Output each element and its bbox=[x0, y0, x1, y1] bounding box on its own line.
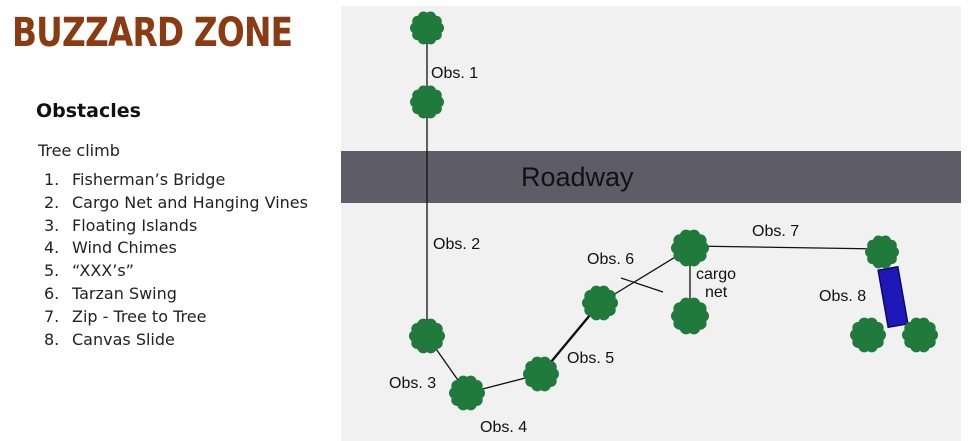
tree-core bbox=[415, 90, 439, 114]
course-lines bbox=[426, 28, 883, 394]
tree-core bbox=[415, 16, 439, 40]
list-item: 2. Cargo Net and Hanging Vines bbox=[0, 192, 308, 215]
item-label: Floating Islands bbox=[72, 215, 198, 235]
list-item: 1. Fisherman’s Bridge bbox=[0, 169, 308, 192]
tree-core bbox=[587, 290, 613, 316]
roadway-label: Roadway bbox=[521, 162, 634, 192]
tree-icon bbox=[410, 11, 444, 45]
obs-1-label: Obs. 1 bbox=[431, 65, 478, 82]
tree-core bbox=[870, 240, 894, 264]
list-item: 3. Floating Islands bbox=[0, 215, 308, 238]
item-number: 2. bbox=[44, 192, 60, 212]
obs-2-label: Obs. 2 bbox=[433, 236, 480, 253]
tree-icon bbox=[865, 235, 899, 269]
tree-core bbox=[528, 361, 554, 387]
tree-core bbox=[414, 323, 440, 349]
list-item: 6. Tarzan Swing bbox=[0, 283, 308, 306]
item-number: 3. bbox=[44, 215, 60, 235]
obstacles-heading: Obstacles bbox=[36, 100, 141, 122]
course-map: Roadway Obs. 1 Obs. 2 Obs. 3 Obs. 4 Obs.… bbox=[341, 0, 961, 441]
item-label: Tarzan Swing bbox=[72, 283, 177, 303]
map-canvas-bg bbox=[341, 0, 961, 6]
obs-5-label: Obs. 5 bbox=[567, 350, 614, 367]
item-label: Canvas Slide bbox=[72, 329, 175, 349]
tree-core bbox=[676, 302, 704, 330]
tree-icon bbox=[902, 317, 938, 353]
tree-icon bbox=[671, 297, 709, 335]
item-label: Wind Chimes bbox=[72, 238, 177, 258]
tree-icon bbox=[449, 375, 485, 411]
course-map-svg: Roadway Obs. 1 Obs. 2 Obs. 3 Obs. 4 Obs.… bbox=[341, 0, 961, 436]
swing-line bbox=[620, 277, 664, 293]
tree-core bbox=[907, 322, 933, 348]
trees bbox=[409, 11, 938, 411]
canvas-slide bbox=[877, 265, 909, 329]
obs-6-label: Obs. 6 bbox=[587, 251, 634, 268]
tree-icon bbox=[523, 356, 559, 392]
item-label: Cargo Net and Hanging Vines bbox=[72, 192, 308, 212]
item-number: 1. bbox=[44, 170, 60, 189]
zip-line bbox=[689, 245, 883, 250]
tree-icon bbox=[582, 285, 618, 321]
tree-icon bbox=[410, 85, 444, 119]
item-number: 4. bbox=[44, 238, 60, 258]
page-title: BUZZARD ZONE bbox=[12, 10, 293, 56]
intro-text: Tree climb bbox=[38, 141, 120, 160]
roadway bbox=[341, 151, 961, 203]
obs-8-label: Obs. 8 bbox=[819, 288, 866, 305]
tree-icon bbox=[409, 318, 445, 354]
tree-icon bbox=[671, 229, 709, 267]
list-item: 8. Canvas Slide bbox=[0, 329, 308, 352]
obs-4-label: Obs. 4 bbox=[480, 419, 527, 436]
tree-core bbox=[855, 322, 881, 348]
item-number: 5. bbox=[44, 261, 60, 281]
item-number: 8. bbox=[44, 329, 60, 349]
obs-7-label: Obs. 7 bbox=[752, 223, 799, 240]
item-number: 6. bbox=[44, 283, 60, 303]
item-label: Zip - Tree to Tree bbox=[72, 306, 207, 326]
cargo-label: cargo bbox=[696, 266, 736, 283]
item-label: “XXX’s” bbox=[72, 261, 134, 281]
list-item: 7. Zip - Tree to Tree bbox=[0, 306, 308, 329]
list-item: 4. Wind Chimes bbox=[0, 237, 308, 260]
list-item: 5. “XXX’s” bbox=[0, 260, 308, 283]
net-label: net bbox=[705, 284, 728, 301]
map-top-strip bbox=[341, 0, 961, 6]
tree-icon bbox=[850, 317, 886, 353]
obs-3-label: Obs. 3 bbox=[389, 375, 436, 392]
item-number: 7. bbox=[44, 306, 60, 326]
item-label: Fisherman’s Bridge bbox=[72, 170, 226, 189]
tree-core bbox=[676, 234, 704, 262]
tree-core bbox=[454, 380, 480, 406]
obstacle-list: 1. Fisherman’s Bridge 2. Cargo Net and Han… bbox=[0, 169, 308, 351]
sidebar: BUZZARD ZONE Obstacles Tree climb 1. Fish… bbox=[0, 0, 330, 441]
